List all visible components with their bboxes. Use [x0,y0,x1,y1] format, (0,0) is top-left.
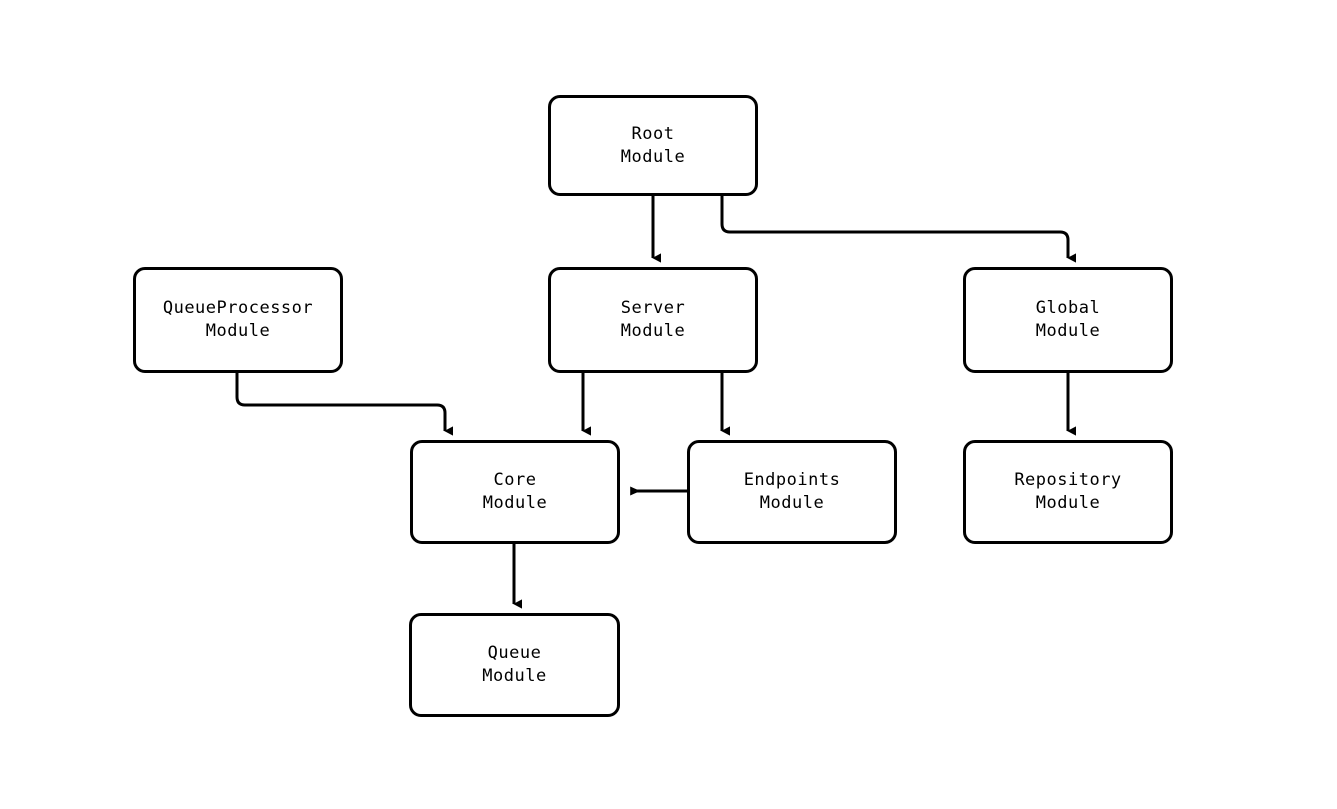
edge-queueprocessor-to-core [235,373,454,436]
edge-root-to-global [720,196,1077,263]
node-label-secondary: Module [1035,493,1101,513]
node-label-secondary: Module [620,146,686,167]
node-label-secondary: Module [205,321,271,341]
node-label-secondary: Module [482,493,548,513]
node-label-primary: Repository [1014,470,1122,491]
node-label-secondary: Module [620,321,686,341]
node-label-primary: Server [620,298,686,319]
node-label-secondary: Module [482,666,547,686]
node-label-primary: Core [493,470,537,491]
node-label-secondary: Module [759,493,825,513]
node-label-primary: Global [1035,298,1101,319]
node-label-primary: Queue [487,643,542,664]
node-label-primary: Endpoints [743,470,841,491]
node-label-primary: QueueProcessor [162,298,314,319]
node-label-primary: Root [631,123,675,144]
node-label-secondary: Module [1035,321,1101,341]
